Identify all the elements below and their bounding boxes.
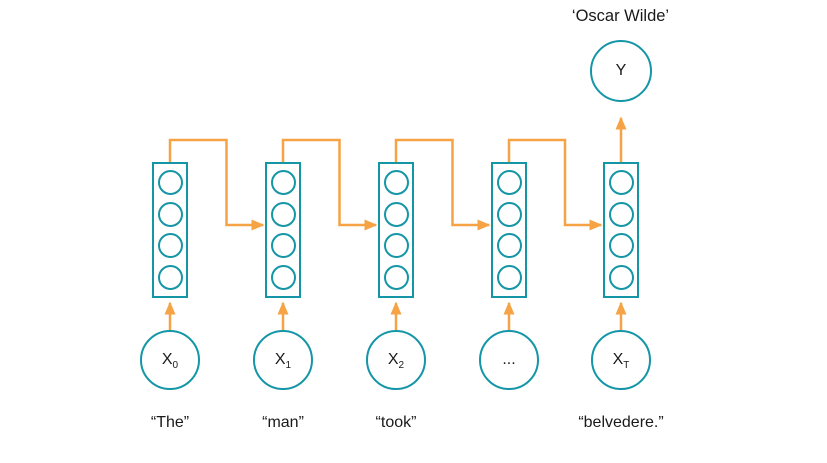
input-node-x1: X1 [253,330,313,390]
hidden-unit-circle [383,170,409,196]
hidden-state-block-4 [491,162,527,298]
recurrent-arrow-1 [168,138,265,231]
hidden-unit-circle [608,233,634,259]
input-node-label: ... [502,351,516,368]
input-node-x0: X0 [140,330,200,390]
hidden-unit-circle [270,233,296,259]
hidden-state-block-2 [265,162,301,298]
hidden-unit-circle [157,233,183,259]
output-word-title: ‘Oscar Wilde’ [571,7,670,25]
hidden-unit-circle [157,170,183,196]
recurrent-arrow-3 [394,138,491,231]
recurrent-arrow-2 [281,138,378,231]
input-node-label: XT [612,351,630,372]
hidden-state-block-3 [378,162,414,298]
hidden-unit-circle [270,201,296,227]
input-node-label: X0 [161,351,179,372]
input-node-label: X1 [274,351,292,372]
input-node-xt: XT [591,330,651,390]
recurrent-arrow-4 [507,138,603,231]
word-label-man: “man” [262,414,304,431]
hidden-unit-circle [496,170,522,196]
word-label-took: “took” [375,414,417,431]
hidden-unit-circle [496,233,522,259]
input-node-x2: X2 [366,330,426,390]
input-node-label: X2 [387,351,405,372]
hidden-unit-circle [496,264,522,290]
hidden-unit-circle [608,201,634,227]
hidden-unit-circle [270,170,296,196]
word-label-belvedere: “belvedere.” [578,414,664,431]
output-node-label: Y [615,62,627,79]
hidden-unit-circle [157,264,183,290]
hidden-unit-circle [496,201,522,227]
output-node: Y [590,40,652,102]
hidden-unit-circle [608,264,634,290]
input-node-ellipsis: ... [479,330,539,390]
hidden-state-block-5 [603,162,639,298]
hidden-state-block-1 [152,162,188,298]
word-label-the: “The” [150,414,190,431]
hidden-unit-circle [383,233,409,259]
hidden-unit-circle [383,264,409,290]
hidden-unit-circle [270,264,296,290]
hidden-unit-circle [608,170,634,196]
hidden-unit-circle [157,201,183,227]
hidden-unit-circle [383,201,409,227]
